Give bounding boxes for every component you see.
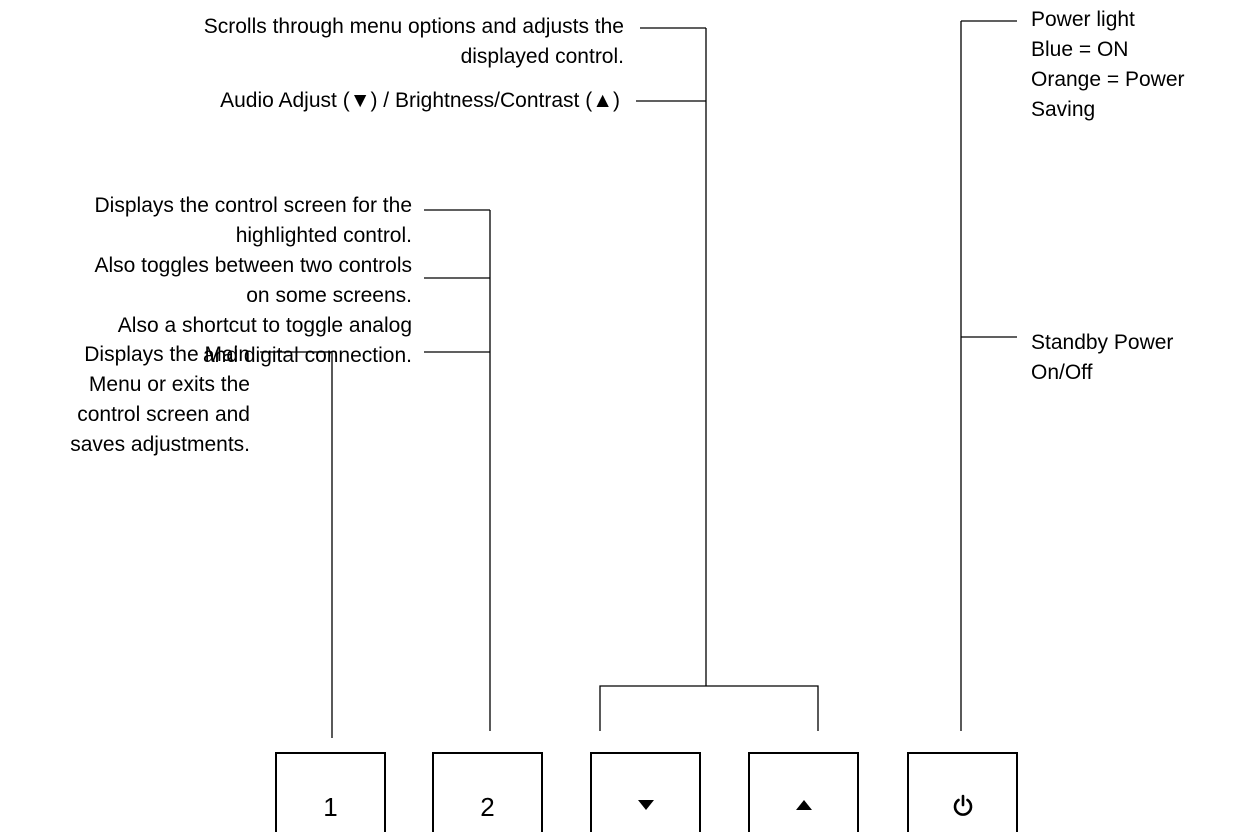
button1-line1: Displays the Main — [84, 343, 250, 366]
button2-line4: on some screens. — [246, 284, 412, 307]
audio-brightness-label: Audio Adjust (▼) / Brightness/Contrast (… — [220, 89, 620, 112]
power-button[interactable] — [907, 752, 1018, 832]
button1-line3: control screen and — [77, 403, 250, 426]
power-light-saving: Saving — [1031, 98, 1096, 121]
button-1-label: 1 — [323, 792, 338, 822]
triangle-up-icon — [795, 800, 812, 810]
button2-line2: highlighted control. — [235, 224, 412, 247]
button2-line5: Also a shortcut to toggle analog — [117, 314, 412, 337]
scroll-line2: displayed control. — [460, 45, 624, 68]
button1-line4: saves adjustments. — [70, 433, 250, 456]
button2-line3: Also toggles between two controls — [94, 254, 412, 277]
standby-line2: On/Off — [1031, 361, 1093, 384]
button2-line1: Displays the control screen for the — [94, 194, 412, 217]
button-2-label: 2 — [480, 792, 495, 822]
power-light-title: Power light — [1031, 8, 1135, 31]
up-button[interactable] — [748, 752, 859, 832]
leader-arrows-bracket — [599, 685, 819, 731]
button2-description: Displays the control screen for the high… — [94, 191, 412, 371]
scroll-description: Scrolls through menu options and adjusts… — [204, 12, 624, 72]
down-button[interactable] — [590, 752, 701, 832]
power-light-blue: Blue = ON — [1031, 38, 1129, 61]
button1-description: Displays the Main Menu or exits the cont… — [70, 340, 250, 460]
power-light-description: Power light Blue = ON Orange = Power Sav… — [1031, 5, 1185, 125]
power-light-orange: Orange = Power — [1031, 68, 1185, 91]
scroll-line1: Scrolls through menu options and adjusts… — [203, 15, 624, 38]
leader-button1 — [260, 351, 333, 738]
triangle-down-icon — [637, 800, 654, 810]
button2-line6: and digital connection. — [203, 344, 412, 367]
button-2[interactable]: 2 — [432, 752, 543, 832]
button1-line2: Menu or exits the — [88, 373, 250, 396]
standby-line1: Standby Power — [1031, 331, 1174, 354]
button-1[interactable]: 1 — [275, 752, 386, 832]
power-icon — [953, 794, 972, 816]
standby-description: Standby Power On/Off — [1031, 328, 1173, 388]
